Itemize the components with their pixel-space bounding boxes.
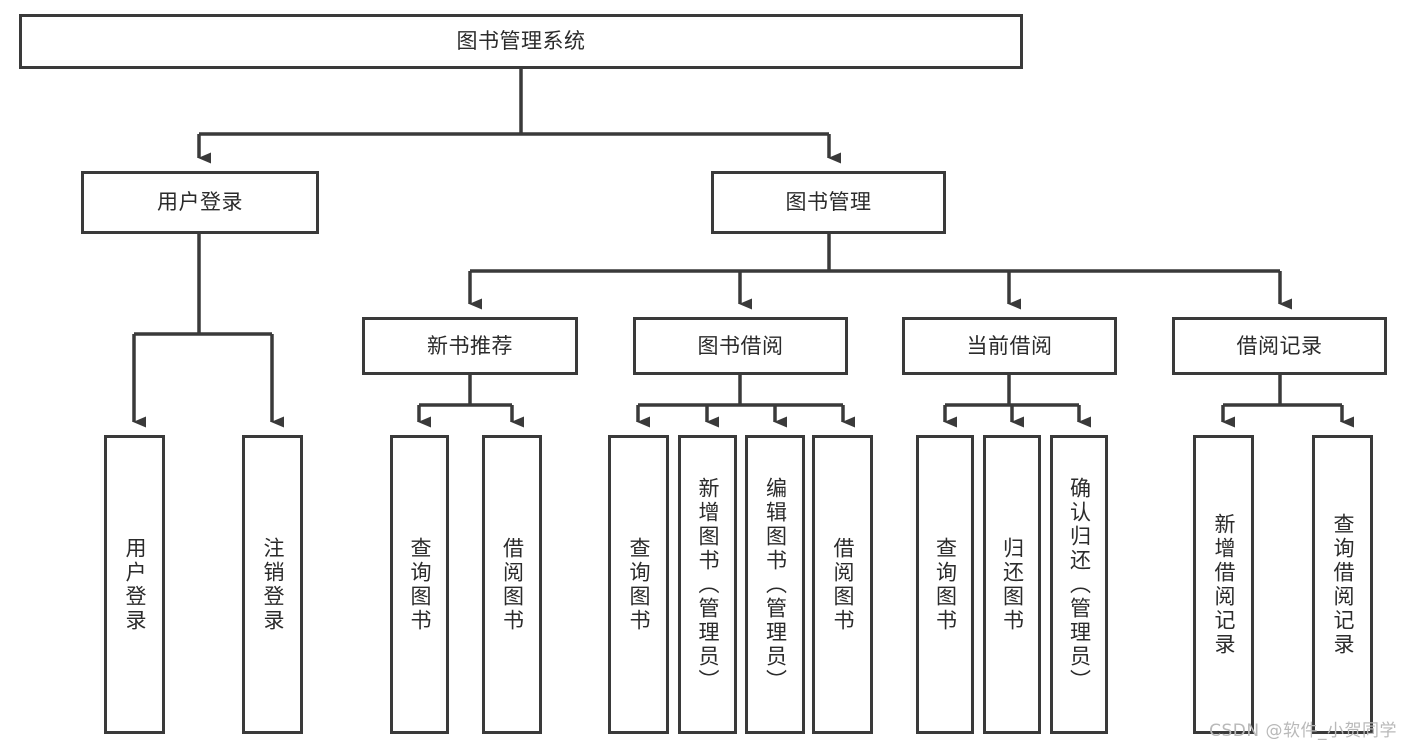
node-leaf-query-record-label: 查询借阅记录 [1331,512,1355,657]
node-new-book-rec[interactable]: 新书推荐 [362,317,578,375]
node-leaf-add-book[interactable]: 新增图书（管理员） [678,435,737,734]
node-leaf-borrow-book-1-label: 借阅图书 [500,536,525,633]
node-book-borrow[interactable]: 图书借阅 [633,317,848,375]
watermark-text: CSDN @软件_小贺同学 [1209,721,1397,741]
node-leaf-edit-book[interactable]: 编辑图书（管理员） [745,435,805,734]
node-leaf-return-book[interactable]: 归还图书 [983,435,1041,734]
node-user-login-label: 用户登录 [157,190,243,215]
node-leaf-add-book-label: 新增图书（管理员） [696,476,720,693]
node-leaf-borrow-book-1[interactable]: 借阅图书 [482,435,542,734]
node-leaf-edit-book-label: 编辑图书（管理员） [763,476,788,693]
node-leaf-user-logout[interactable]: 注销登录 [242,435,303,734]
node-leaf-confirm-return[interactable]: 确认归还（管理员） [1050,435,1108,734]
node-leaf-query-book-1[interactable]: 查询图书 [390,435,449,734]
node-leaf-query-book-3-label: 查询图书 [933,536,958,633]
node-leaf-user-logout-label: 注销登录 [261,536,285,633]
node-leaf-confirm-return-label: 确认归还（管理员） [1067,476,1092,693]
node-leaf-query-record[interactable]: 查询借阅记录 [1312,435,1373,734]
node-borrow-record-label: 借阅记录 [1236,333,1323,358]
node-root-label: 图书管理系统 [456,29,586,54]
node-new-book-rec-label: 新书推荐 [427,333,513,358]
node-leaf-add-record[interactable]: 新增借阅记录 [1193,435,1254,734]
node-book-manage[interactable]: 图书管理 [711,171,946,234]
node-leaf-borrow-book-2-label: 借阅图书 [831,536,855,633]
node-book-borrow-label: 图书借阅 [697,333,784,358]
node-borrow-record[interactable]: 借阅记录 [1172,317,1387,375]
node-leaf-user-login-label: 用户登录 [123,536,147,633]
node-leaf-add-record-label: 新增借阅记录 [1212,512,1236,657]
node-leaf-borrow-book-2[interactable]: 借阅图书 [812,435,873,734]
node-leaf-query-book-1-label: 查询图书 [408,536,432,633]
node-leaf-user-login[interactable]: 用户登录 [104,435,165,734]
node-current-borrow-label: 当前借阅 [966,333,1053,358]
node-book-manage-label: 图书管理 [785,190,872,215]
node-user-login[interactable]: 用户登录 [81,171,319,234]
node-current-borrow[interactable]: 当前借阅 [902,317,1117,375]
node-leaf-return-book-label: 归还图书 [1000,536,1025,633]
node-root[interactable]: 图书管理系统 [19,14,1023,69]
node-leaf-query-book-2-label: 查询图书 [627,536,651,633]
node-leaf-query-book-2[interactable]: 查询图书 [608,435,669,734]
node-leaf-query-book-3[interactable]: 查询图书 [916,435,974,734]
